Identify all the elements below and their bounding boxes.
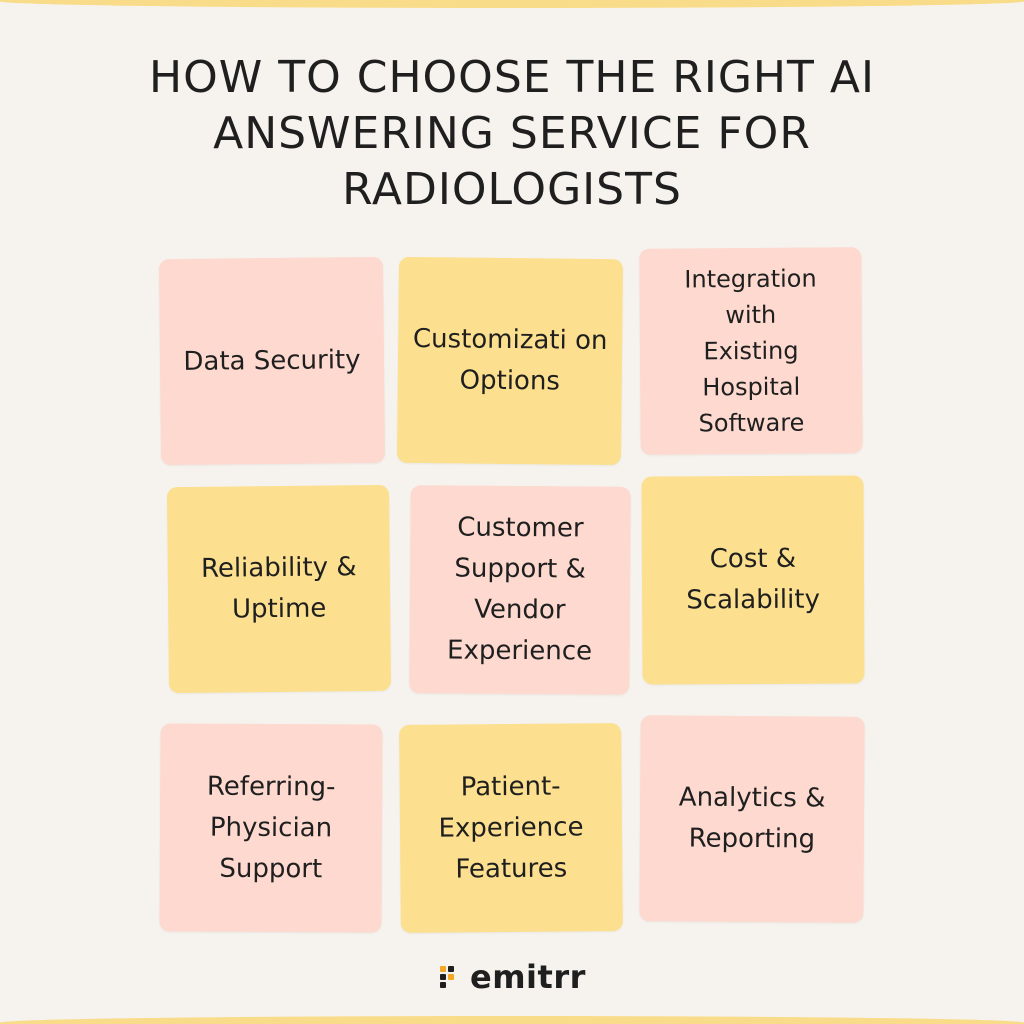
card-data-security: Data Security [158,256,386,466]
card-label: Patient-Experience Features [438,771,584,884]
card-label: Cost & Scalability [686,543,821,616]
card-label: Customizati on Options [412,323,608,397]
card-label: Data Security [183,344,361,377]
card-customization-options: Customizati on Options [396,256,624,466]
card-label: Analytics & Reporting [678,782,826,855]
card-reliability-uptime: Reliability & Uptime [166,484,392,694]
card-label: Integration with Existing Hospital Softw… [684,264,817,438]
emitrr-logo-icon [440,966,460,988]
top-border [0,0,1024,8]
card-label: Reliability & Uptime [200,552,357,625]
page-title: HOW TO CHOOSE THE RIGHT AI ANSWERING SER… [149,52,875,215]
card-referring-physician: Referring-Physician Support [159,723,383,933]
card-integration: Integration with Existing Hospital Softw… [639,247,863,455]
card-analytics-reporting: Analytics & Reporting [639,715,865,923]
card-label: Referring-Physician Support [206,771,336,884]
card-label: Customer Support & Vendor Experience [446,512,593,667]
card-customer-support: Customer Support & Vendor Experience [409,485,631,695]
brand-logo: emitrr [440,958,586,996]
card-cost-scalability: Cost & Scalability [641,475,865,685]
bottom-border [0,1016,1024,1024]
card-patient-experience: Patient-Experience Features [399,723,623,933]
brand-name: emitrr [470,958,586,996]
